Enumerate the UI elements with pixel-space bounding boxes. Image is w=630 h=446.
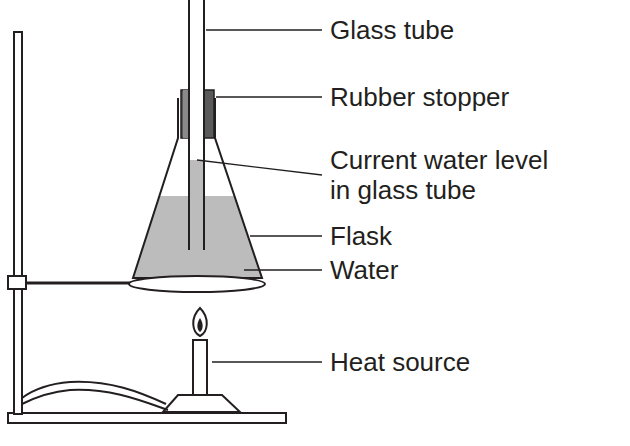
- leader-line: [250, 235, 322, 236]
- part-label: Current water level in glass tube: [330, 145, 565, 205]
- stand-rod: [14, 32, 22, 414]
- tube-water: [189, 160, 204, 250]
- gas-hose: [22, 390, 168, 410]
- leader-line: [206, 29, 322, 30]
- clamp-arm: [26, 282, 140, 285]
- leader-line: [244, 269, 322, 270]
- ring-support: [129, 276, 265, 292]
- part-label: Glass tube: [330, 15, 610, 45]
- burner-base: [163, 395, 240, 412]
- part-label: Rubber stopper: [330, 82, 610, 112]
- gas-hose: [22, 382, 166, 404]
- leader-line: [197, 160, 322, 175]
- stand-base: [8, 413, 286, 423]
- leader-line: [216, 96, 322, 97]
- burner-tube: [193, 340, 207, 395]
- tube-wall: [188, 0, 190, 250]
- tube-bore: [189, 0, 204, 250]
- part-label: Flask: [330, 221, 610, 251]
- clamp: [8, 276, 26, 289]
- tube-wall: [203, 0, 205, 250]
- flame-core: [197, 318, 202, 332]
- stopper-highlight: [183, 90, 188, 138]
- flame: [193, 308, 207, 336]
- part-label: Heat source: [330, 347, 610, 377]
- leader-line: [212, 361, 322, 362]
- part-label: Water: [330, 255, 610, 285]
